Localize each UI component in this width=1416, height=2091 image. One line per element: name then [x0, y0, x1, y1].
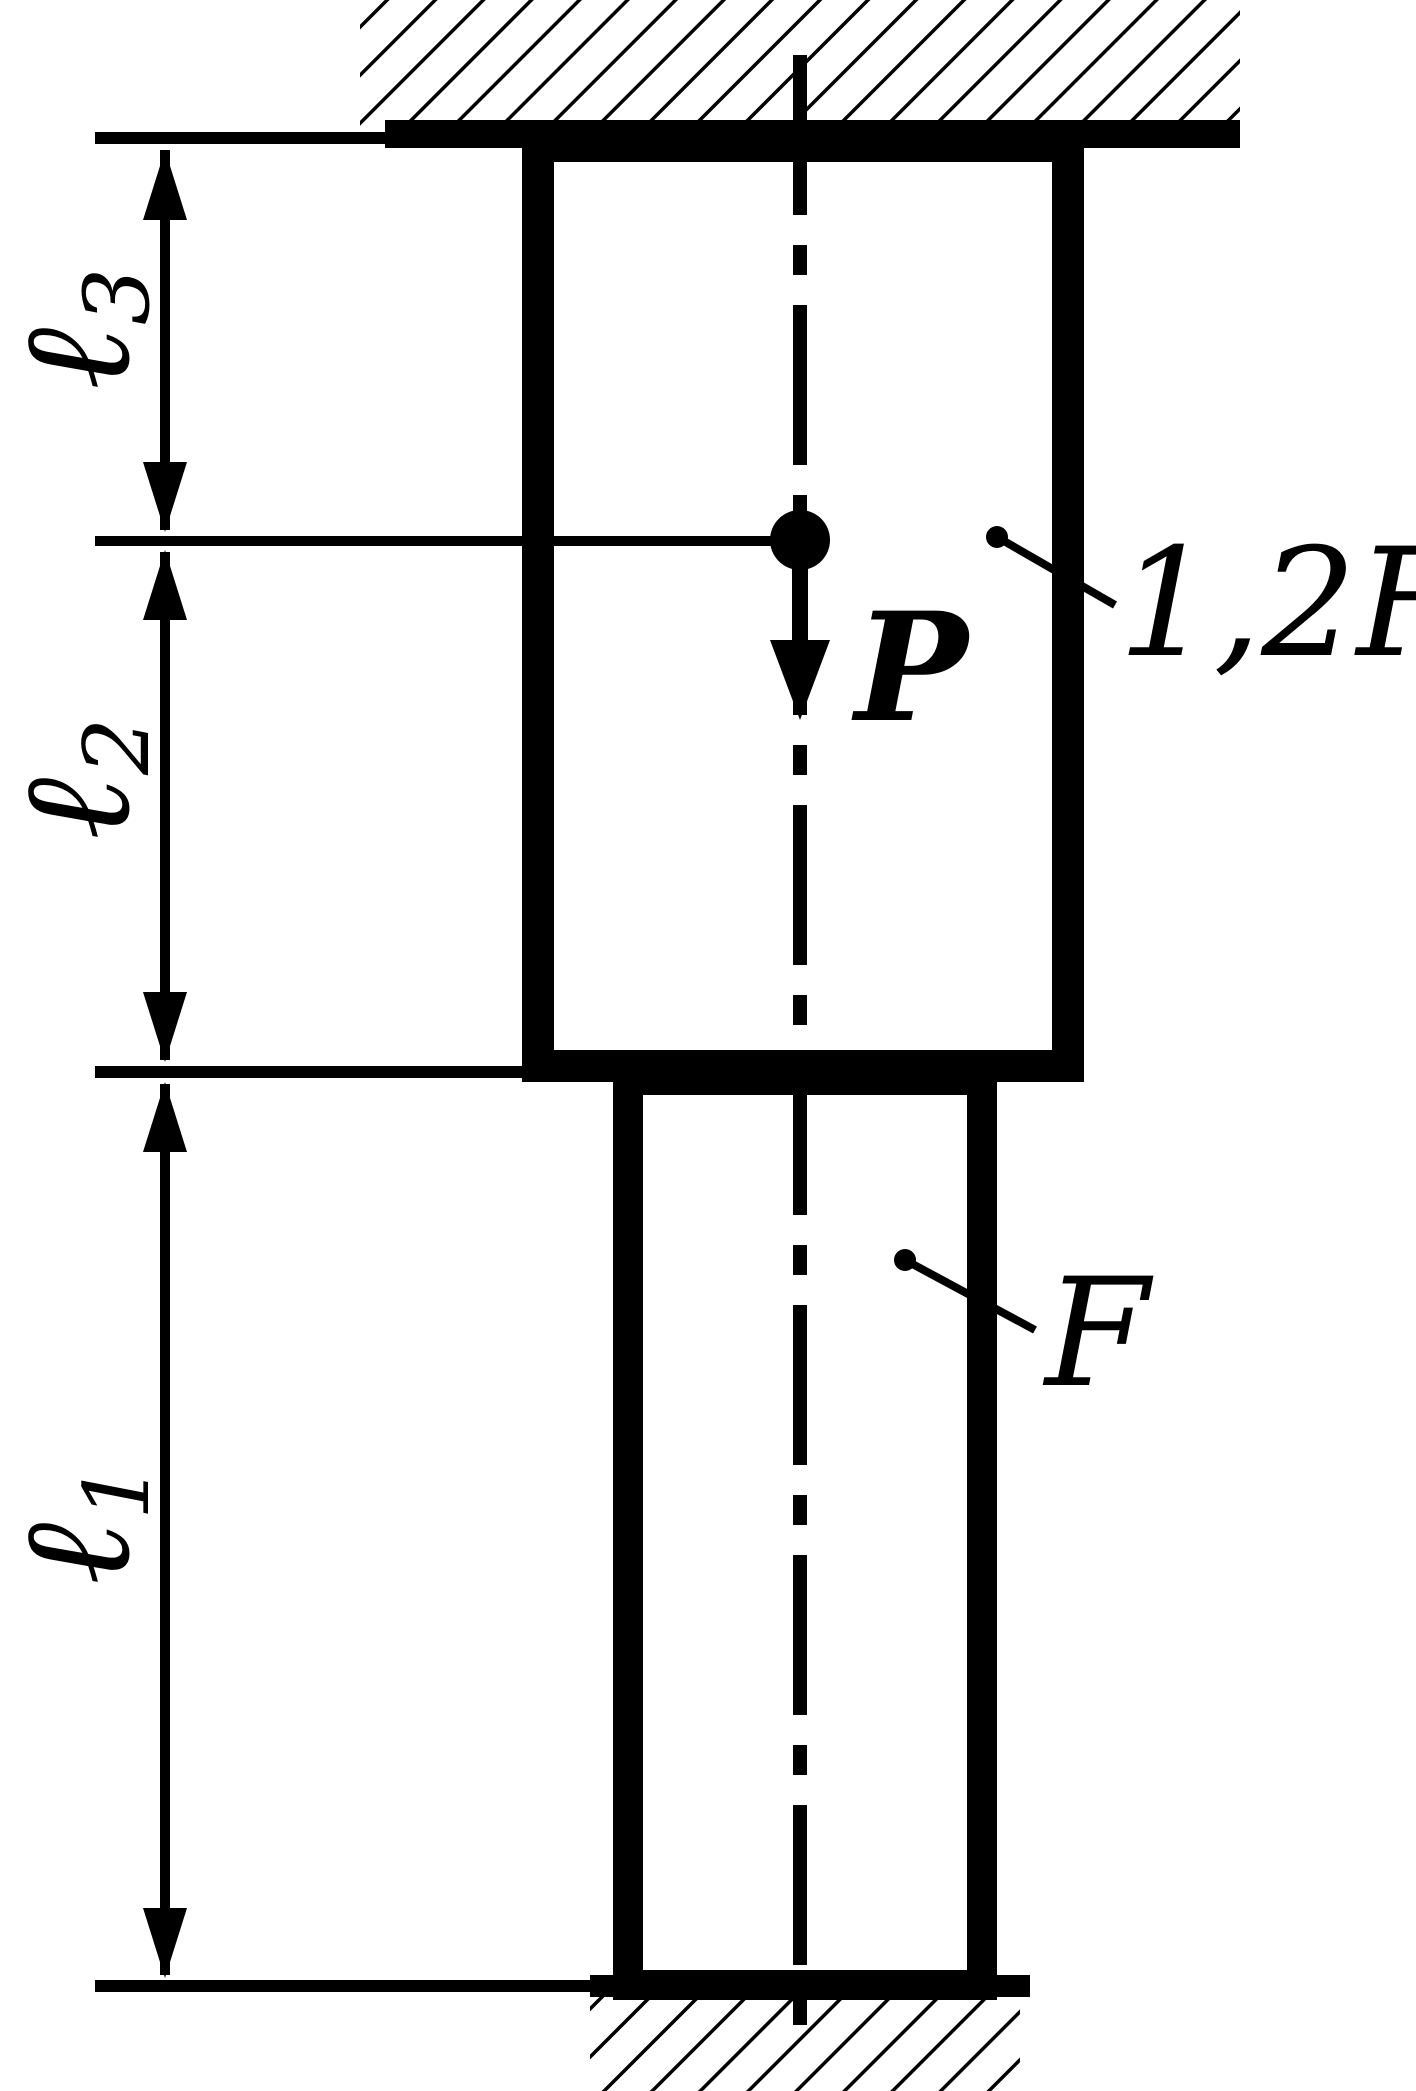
area-lower-label: F — [1042, 1247, 1154, 1421]
dim-l1-arrow-bottom — [143, 1908, 187, 1978]
force-arrow-head — [770, 640, 830, 720]
dim-l1-arrow-top — [143, 1082, 187, 1152]
load-point — [770, 510, 830, 570]
dim-l2-symbol: ℓ — [0, 778, 164, 840]
area-lower-leader — [903, 1256, 1037, 1334]
force-label: P — [851, 580, 972, 756]
extension-lines — [95, 132, 780, 1992]
force-p: P — [770, 510, 972, 756]
area-upper-callout: 1,2F — [986, 517, 1416, 691]
dimension-l3: ℓ 3 — [0, 150, 187, 532]
dim-l1-symbol: ℓ — [0, 1523, 164, 1585]
dim-l2-subscript: 2 — [65, 718, 170, 776]
dim-l3-arrow-bottom — [143, 462, 187, 532]
dim-l2-arrow-top — [143, 550, 187, 620]
dim-l3-symbol: ℓ — [0, 328, 164, 390]
area-lower-callout: F — [894, 1247, 1154, 1421]
dim-l2-arrow-bottom — [143, 992, 187, 1062]
dim-l3-subscript: 3 — [65, 268, 170, 325]
area-upper-leader — [995, 533, 1117, 609]
dim-l3-arrow-top — [143, 150, 187, 220]
dimension-l1: ℓ 1 — [0, 1082, 187, 1978]
dim-l1-subscript: 1 — [65, 1463, 170, 1520]
dimension-l2: ℓ 2 — [0, 550, 187, 1062]
area-upper-label: 1,2F — [1118, 517, 1416, 691]
